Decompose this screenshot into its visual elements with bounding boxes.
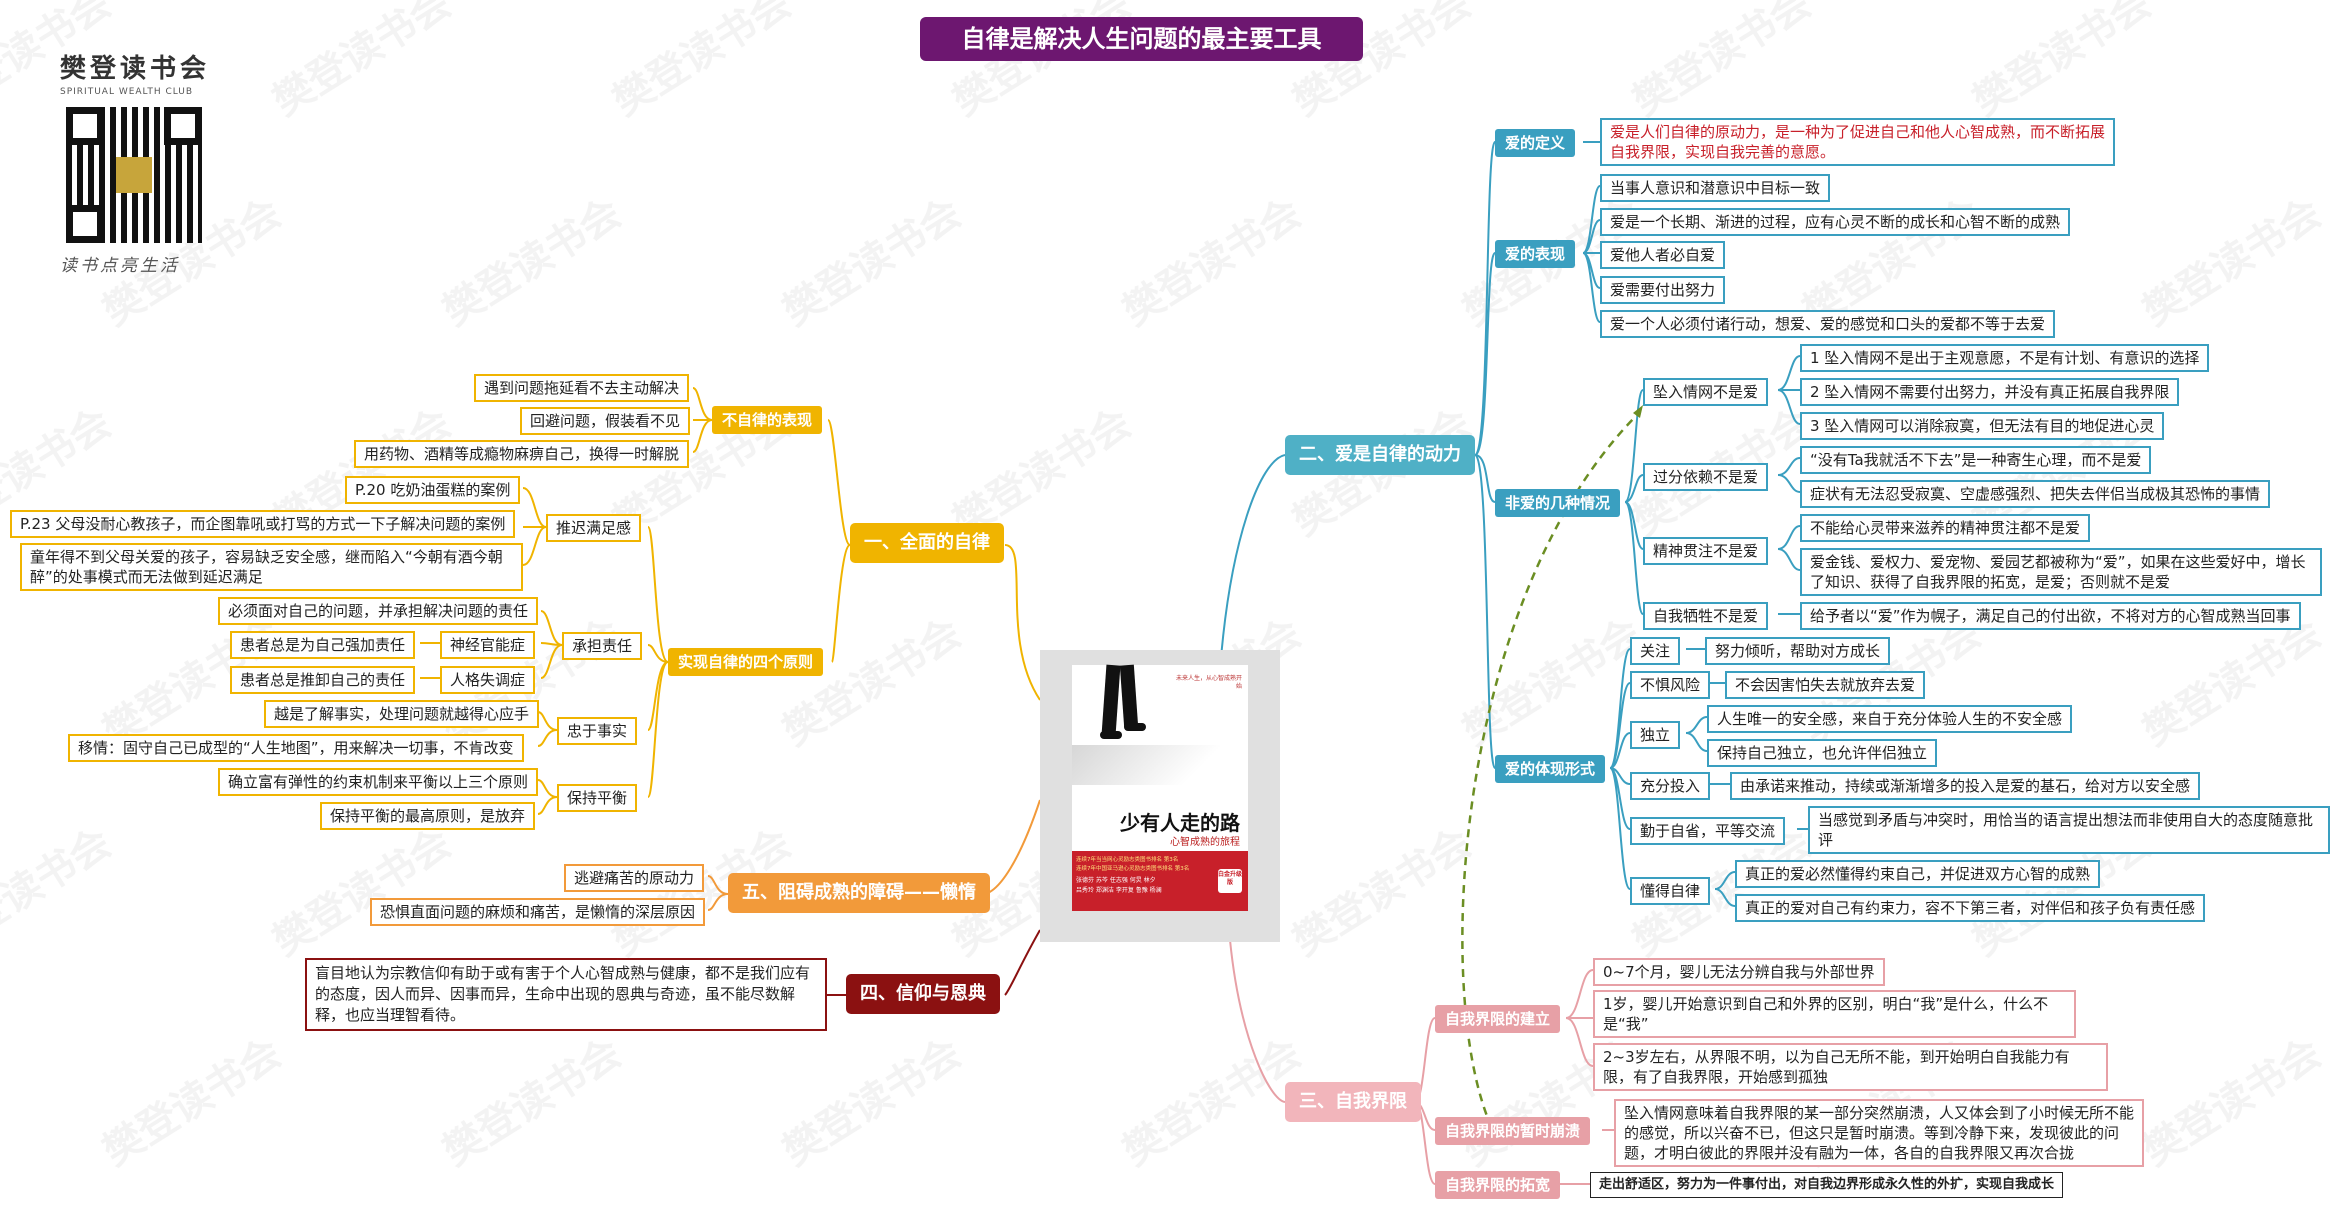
boundary-expand-label: 自我界限的拓宽: [1435, 1171, 1561, 1199]
cathexis-not-love: 精神贯注不是爱: [1643, 537, 1769, 565]
not-disciplined-item: 回避问题，假装看不见: [520, 407, 691, 435]
delay-item: 童年得不到父母关爱的孩子，容易缺乏安全感，继而陷入“今朝有酒今朝醉”的处事模式而…: [20, 543, 523, 591]
self-sacrifice-item: 给予者以“爱”作为幌子，满足自己的付出欲，不将对方的心智成熟当回事: [1800, 602, 2301, 630]
page-title: 自律是解决人生问题的最主要工具: [920, 17, 1363, 61]
love-definition-text: 爱是人们自律的原动力，是一种为了促进自己和他人心智成熟，而不断拓展自我界限，实现…: [1600, 118, 2115, 166]
logo-slogan: 读书点亮生活: [60, 256, 180, 276]
dependency-not-love: 过分依赖不是爱: [1643, 463, 1769, 491]
form-discipline: 懂得自律: [1630, 877, 1711, 905]
non-love-label: 非爱的几种情况: [1495, 489, 1621, 517]
branch-1-comprehensive-discipline: 一、全面的自律: [850, 523, 1004, 563]
boundary-expand-text: 走出舒适区，努力为一件事付出，对自我边界形成永久性的外扩，实现自我成长: [1590, 1172, 2064, 1198]
not-disciplined-item: 用药物、酒精等成瘾物麻痹自己，换得一时解脱: [354, 440, 690, 468]
book-names-2: 吕秀玲 郑渊洁 李开复 鲁豫 杨澜: [1076, 887, 1162, 894]
form-attention: 关注: [1630, 637, 1681, 665]
principle-responsibility: 承担责任: [562, 632, 643, 660]
boundary-collapse-label: 自我界限的暂时崩溃: [1435, 1117, 1591, 1145]
love-expression-label: 爱的表现: [1495, 240, 1576, 268]
faith-grace-text: 盲目地认为宗教信仰有助于或有害于个人心智成熟与健康，都不是我们应有的态度，因人而…: [305, 958, 827, 1031]
form-commitment-item: 由承诺来推动，持续或渐渐增多的投入是爱的基石，给对方以安全感: [1730, 772, 2201, 800]
personality-disorder-label: 人格失调症: [440, 666, 536, 694]
form-commitment: 充分投入: [1630, 772, 1711, 800]
branch-4-faith-grace: 四、信仰与恩典: [846, 974, 1000, 1014]
four-principles-label: 实现自律的四个原则: [668, 648, 824, 676]
form-communication-item: 当感觉到矛盾与冲突时，用恰当的语言提出想法而非使用自大的态度随意批评: [1808, 806, 2330, 854]
branch-2-love-motivation: 二、爱是自律的动力: [1285, 435, 1475, 475]
form-discipline-item: 真正的爱对自己有约束力，容不下第三者，对伴侣和孩子负有责任感: [1735, 894, 2206, 922]
logo: 樊登读书会 SPIRITUAL WEALTH CLUB 读书点亮生活: [60, 48, 220, 276]
dependency-item: 症状有无法忍受寂寞、空虚感强烈、把失去伴侣当成极其恐怖的事情: [1800, 480, 2271, 508]
love-expression-item: 当事人意识和潜意识中目标一致: [1600, 174, 1831, 202]
boundary-building-item: 2~3岁左右，从界限不明，以为自己无所不能，到开始明白自我能力有限，有了自我界限…: [1593, 1043, 2108, 1091]
form-discipline-item: 真正的爱必然懂得约束自己，并促进双方心智的成熟: [1735, 860, 2101, 888]
neurosis-desc: 患者总是为自己强加责任: [230, 631, 416, 659]
truth-item: 移情：固守自己已成型的“人生地图”，用来解决一切事，不肯改变: [68, 734, 524, 762]
not-disciplined-label: 不自律的表现: [712, 406, 823, 434]
book-title: 少有人走的路: [1120, 811, 1240, 835]
love-definition-label: 爱的定义: [1495, 129, 1576, 157]
principle-balance: 保持平衡: [557, 784, 638, 812]
principle-truth: 忠于事实: [557, 717, 638, 745]
love-expression-item: 爱是一个长期、渐进的过程，应有心灵不断的成长和心智不断的成熟: [1600, 208, 2071, 236]
principle-delay: 推迟满足感: [546, 514, 642, 542]
form-independence-item: 人生唯一的安全感，来自于充分体验人生的不安全感: [1707, 705, 2073, 733]
book-subtitle: 心智成熟的旅程: [1170, 837, 1240, 848]
logo-name: 樊登读书会: [60, 54, 211, 84]
boundary-collapse-text: 坠入情网意味着自我界限的某一部分突然崩溃，人又体会到了小时候无所不能的感觉，所以…: [1614, 1099, 2144, 1167]
delay-item: P.23 父母没耐心教孩子，而企图靠吼或打骂的方式一下子解决问题的案例: [10, 510, 516, 538]
cathexis-item: 爱金钱、爱权力、爱宠物、爱园艺都被称为“爱”，如果在这些爱好中，增长了知识、获得…: [1800, 548, 2322, 596]
book-top-note: 未来人生，从心智成熟开始: [1175, 675, 1242, 690]
love-expression-item: 爱需要付出努力: [1600, 276, 1726, 304]
boundary-building-item: 1岁，婴儿开始意识到自己和外界的区别，明白“我”是什么，什么不是“我”: [1593, 990, 2076, 1038]
form-attention-item: 努力倾听，帮助对方成长: [1705, 637, 1891, 665]
love-forms-label: 爱的体现形式: [1495, 755, 1606, 783]
balance-item: 确立富有弹性的约束机制来平衡以上三个原则: [218, 768, 539, 796]
qr-code-icon: [66, 107, 202, 243]
cathexis-item: 不能给心灵带来滋养的精神贯注都不是爱: [1800, 514, 2091, 542]
not-disciplined-item: 遇到问题拖延看不去主动解决: [474, 374, 690, 402]
personality-disorder-desc: 患者总是推卸自己的责任: [230, 666, 416, 694]
form-independence: 独立: [1630, 721, 1681, 749]
form-independence-item: 保持自己独立，也允许伴侣独立: [1707, 739, 1938, 767]
dependency-item: “没有Ta我就活不下去”是一种寄生心理，而不是爱: [1800, 446, 2152, 474]
logo-sub: SPIRITUAL WEALTH CLUB: [60, 87, 194, 97]
responsibility-item: 必须面对自己的问题，并承担解决问题的责任: [218, 597, 539, 625]
book-cover: 未来人生，从心智成熟开始 少有人走的路 心智成熟的旅程 连续7年当当网心灵励志类…: [1040, 650, 1280, 942]
laziness-item: 逃避痛苦的原动力: [564, 864, 705, 892]
love-expression-item: 爱一个人必须付诸行动，想爱、爱的感觉和口头的爱都不等于去爱: [1600, 310, 2056, 338]
fall-in-love-not-love: 坠入情网不是爱: [1643, 378, 1769, 406]
walking-legs-illustration: [1100, 664, 1146, 745]
branch-5-laziness: 五、阻碍成熟的障碍——懒惰: [728, 873, 990, 913]
boundary-building-label: 自我界限的建立: [1435, 1005, 1561, 1033]
book-rank-1: 连续7年当当网心灵励志类图书排名 第3名: [1076, 857, 1179, 863]
boundary-building-item: 0~7个月，婴儿无法分辨自我与外部世界: [1593, 958, 1885, 986]
form-no-fear-risk: 不惧风险: [1630, 671, 1711, 699]
delay-item: P.20 吃奶油蛋糕的案例: [345, 476, 521, 504]
neurosis-label: 神经官能症: [440, 631, 536, 659]
form-no-fear-risk-item: 不会因害怕失去就放弃去爱: [1725, 671, 1926, 699]
form-communication: 勤于自省，平等交流: [1630, 817, 1786, 845]
fall-in-love-item: 1 坠入情网不是出于主观意愿，不是有计划、有意识的选择: [1800, 344, 2210, 372]
love-expression-item: 爱他人者必自爱: [1600, 241, 1726, 269]
fall-in-love-item: 3 坠入情网可以消除寂寞，但无法有目的地促进心灵: [1800, 412, 2165, 440]
truth-item: 越是了解事实，处理问题就越得心应手: [264, 700, 540, 728]
book-names-1: 张德芬 苏芩 任志强 何炅 林夕: [1076, 877, 1156, 884]
book-rank-2: 连续7年中国亚马逊心灵励志类图书排名 第3名: [1076, 866, 1190, 872]
laziness-item: 恐惧直面问题的麻烦和痛苦，是懒惰的深层原因: [370, 898, 706, 926]
fall-in-love-item: 2 坠入情网不需要付出努力，并没有真正拓展自我界限: [1800, 378, 2180, 406]
book-badge: 白金升级版: [1218, 869, 1242, 893]
self-sacrifice-not-love: 自我牺牲不是爱: [1643, 602, 1769, 630]
balance-item: 保持平衡的最高原则，是放弃: [320, 802, 536, 830]
branch-3-ego-boundaries: 三、自我界限: [1285, 1082, 1421, 1122]
